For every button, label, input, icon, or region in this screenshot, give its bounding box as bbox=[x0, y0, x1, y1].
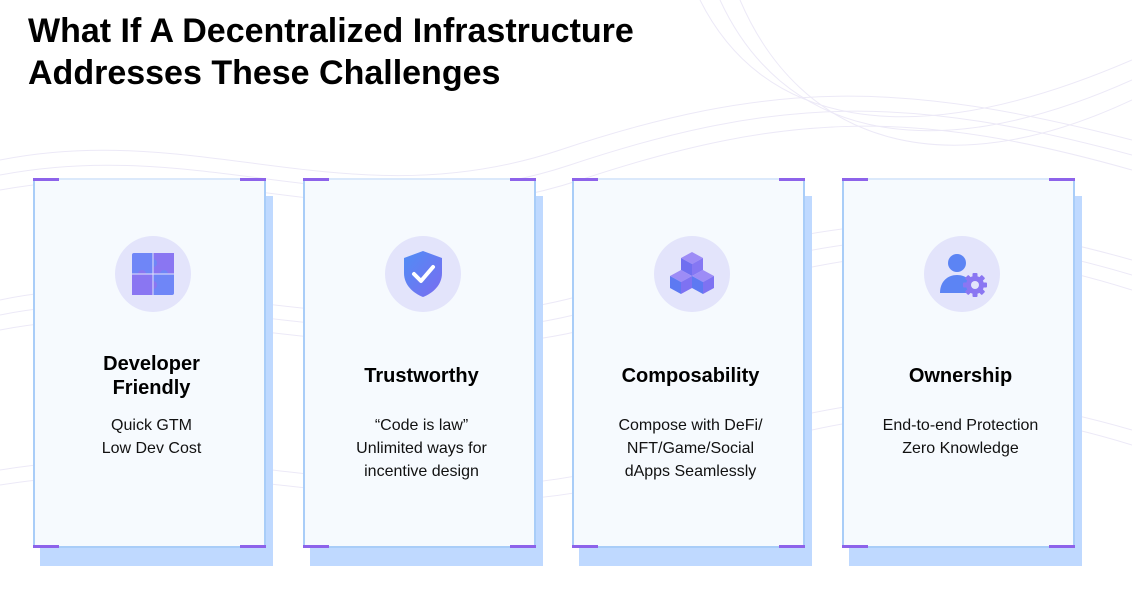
card-panel: Developer Friendly Quick GTM Low Dev Cos… bbox=[33, 178, 266, 548]
card-title-line: Ownership bbox=[908, 365, 1013, 387]
corner-accent bbox=[510, 178, 536, 181]
card-description: Compose with DeFi/ NFT/Game/Social dApps… bbox=[574, 414, 807, 483]
card-panel: Trustworthy “Code is law” Unlimited ways… bbox=[303, 178, 536, 548]
corner-accent bbox=[842, 178, 868, 181]
card-title-line: Composability bbox=[621, 365, 760, 387]
card-title-line: Trustworthy bbox=[364, 365, 479, 387]
corner-accent bbox=[779, 545, 805, 548]
card-trustworthy: Trustworthy “Code is law” Unlimited ways… bbox=[303, 178, 543, 566]
card-description: “Code is law” Unlimited ways for incenti… bbox=[305, 414, 538, 483]
user-gear-icon bbox=[924, 236, 1000, 312]
corner-accent bbox=[303, 178, 329, 181]
card-line: incentive design bbox=[364, 463, 479, 480]
corner-accent bbox=[572, 545, 598, 548]
card-line: NFT/Game/Social bbox=[626, 440, 755, 457]
card-line: dApps Seamlessly bbox=[624, 463, 757, 480]
corner-accent bbox=[779, 178, 805, 181]
corner-accent bbox=[240, 178, 266, 181]
card-title-line: Developer bbox=[103, 353, 200, 375]
page-title-line-2: Addresses These Challenges bbox=[28, 54, 501, 92]
corner-accent bbox=[240, 545, 266, 548]
card-description: End-to-end Protection Zero Knowledge bbox=[844, 414, 1077, 460]
card-title: Composability bbox=[574, 364, 807, 388]
card-line: “Code is law” bbox=[374, 417, 469, 434]
corner-accent bbox=[33, 545, 59, 548]
puzzle-icon bbox=[115, 236, 191, 312]
card-line: Unlimited ways for bbox=[356, 440, 487, 457]
card-ownership: Ownership End-to-end Protection Zero Kno… bbox=[842, 178, 1082, 566]
corner-accent bbox=[1049, 545, 1075, 548]
corner-accent bbox=[572, 178, 598, 181]
card-title: Ownership bbox=[844, 364, 1077, 388]
card-line: Compose with DeFi/ bbox=[618, 417, 763, 434]
corner-accent bbox=[33, 178, 59, 181]
corner-accent bbox=[303, 545, 329, 548]
corner-accent bbox=[842, 545, 868, 548]
page-title: What If A Decentralized Infrastructure A… bbox=[28, 10, 634, 94]
page-title-line-1: What If A Decentralized Infrastructure bbox=[28, 12, 634, 50]
cubes-icon bbox=[654, 236, 730, 312]
card-line: End-to-end Protection bbox=[882, 417, 1039, 434]
corner-accent bbox=[510, 545, 536, 548]
card-composability: Composability Compose with DeFi/ NFT/Gam… bbox=[572, 178, 812, 566]
card-line: Low Dev Cost bbox=[101, 440, 202, 457]
card-description: Quick GTM Low Dev Cost bbox=[35, 414, 268, 460]
card-title: Developer Friendly bbox=[35, 352, 268, 400]
shield-check-icon bbox=[385, 236, 461, 312]
corner-accent bbox=[1049, 178, 1075, 181]
card-title-line: Friendly bbox=[112, 377, 191, 399]
card-title: Trustworthy bbox=[305, 364, 538, 388]
card-developer-friendly: Developer Friendly Quick GTM Low Dev Cos… bbox=[33, 178, 273, 566]
card-line: Quick GTM bbox=[111, 417, 192, 434]
card-panel: Ownership End-to-end Protection Zero Kno… bbox=[842, 178, 1075, 548]
card-line: Zero Knowledge bbox=[902, 440, 1019, 457]
card-panel: Composability Compose with DeFi/ NFT/Gam… bbox=[572, 178, 805, 548]
